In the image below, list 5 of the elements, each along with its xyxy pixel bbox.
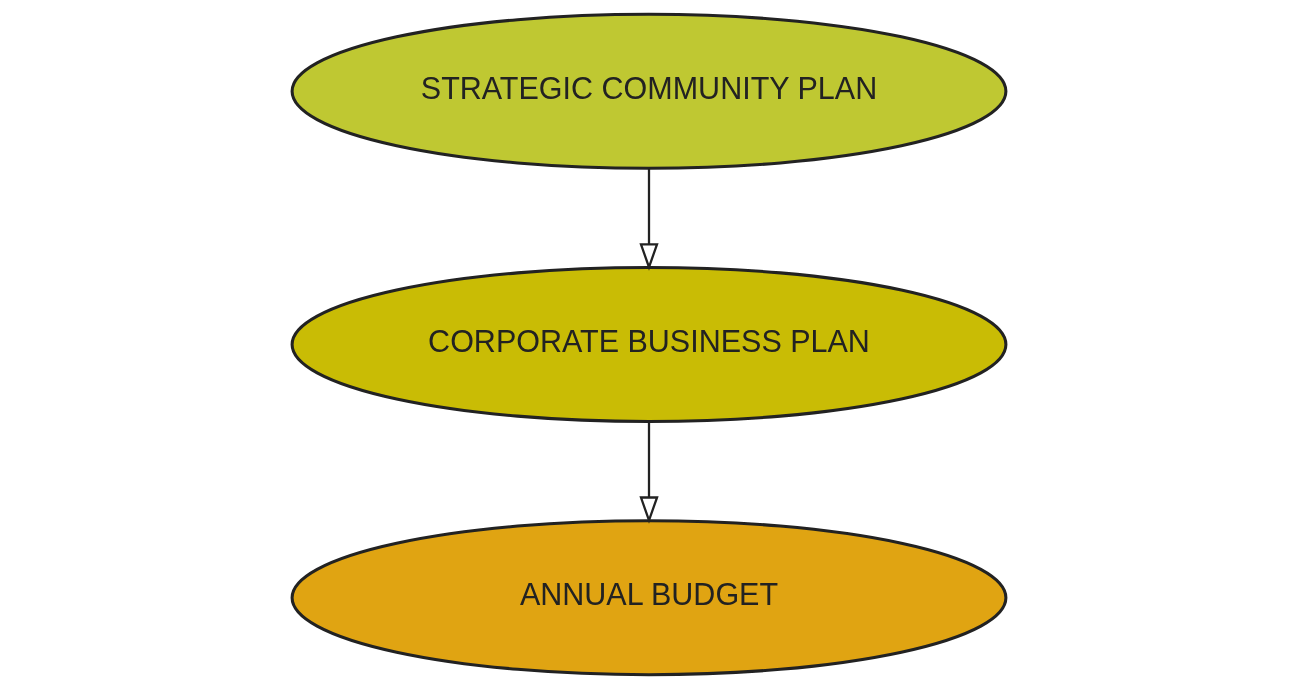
node-ellipse: ANNUAL BUDGET [290,519,1008,677]
node-ellipse: STRATEGIC COMMUNITY PLAN [290,12,1008,170]
arrow [639,421,659,524]
arrow [639,168,659,271]
node-ellipse: CORPORATE BUSINESS PLAN [290,265,1008,424]
